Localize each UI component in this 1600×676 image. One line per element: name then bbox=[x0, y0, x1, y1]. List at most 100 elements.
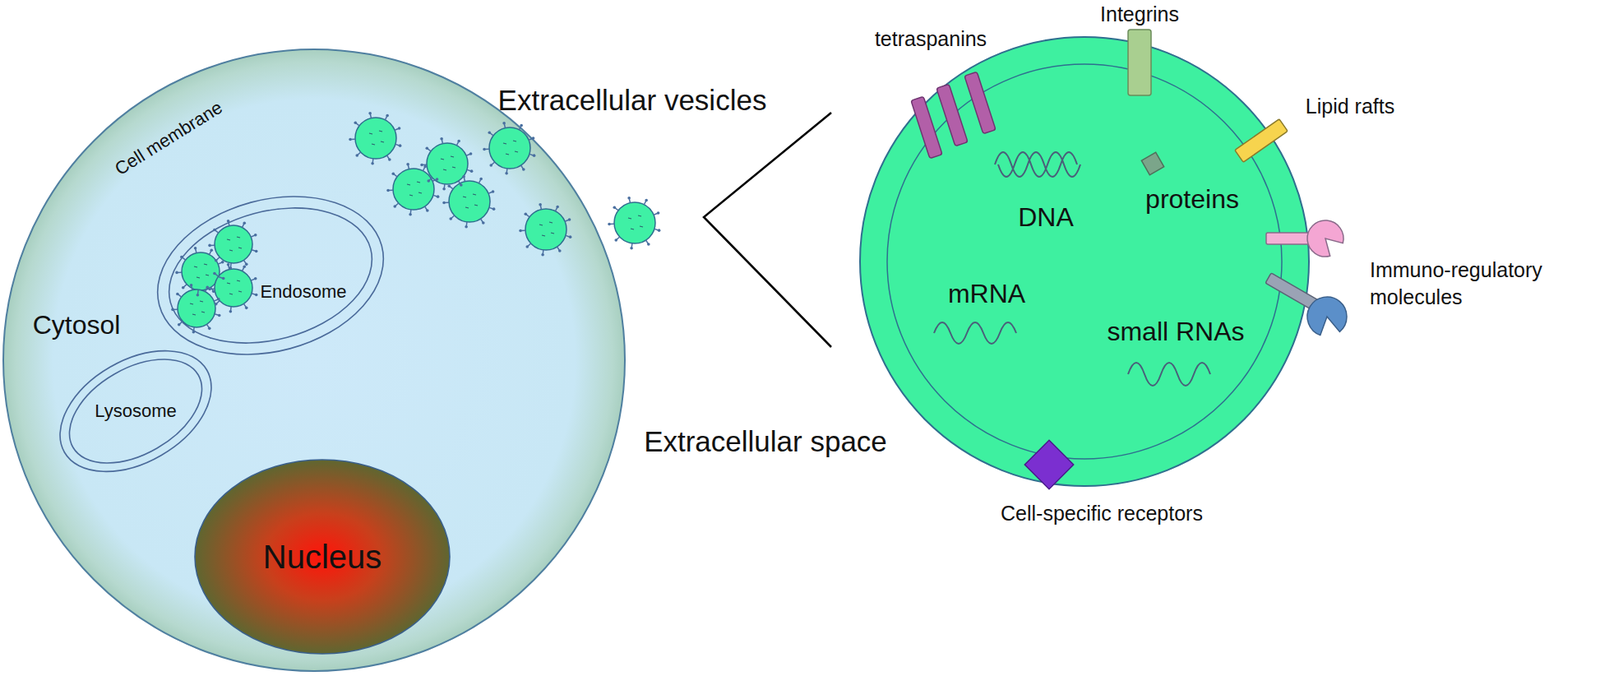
vesicle-spike bbox=[484, 147, 490, 150]
vesicle-spike-tip bbox=[491, 189, 495, 194]
vesicle-cargo-mark bbox=[236, 236, 241, 238]
vesicle-spike-tip bbox=[408, 212, 412, 217]
vesicle-spike-tip bbox=[212, 290, 216, 294]
organelle-label: Lysosome bbox=[94, 400, 176, 421]
vesicle-cargo-mark bbox=[406, 184, 411, 185]
vesicle-spike-tip bbox=[469, 152, 473, 156]
small-rna-strand bbox=[1128, 362, 1211, 386]
zoom-bracket bbox=[703, 112, 832, 347]
vesicle-spike bbox=[216, 257, 220, 261]
vesicle-spike bbox=[443, 201, 449, 204]
vesicle-cargo-mark bbox=[639, 226, 643, 227]
vesicle-spike-tip bbox=[656, 211, 661, 215]
endosome-membrane bbox=[153, 186, 388, 365]
vesicle-spike-tip bbox=[397, 126, 402, 130]
vesicle-spike-tip bbox=[479, 177, 483, 181]
tetraspanin-symbol bbox=[936, 83, 968, 146]
vesicle-spike bbox=[450, 215, 454, 219]
vesicle-spike bbox=[432, 179, 438, 181]
vesicle-spike-tip bbox=[175, 292, 180, 296]
vesicle bbox=[448, 180, 491, 222]
vesicle-spike bbox=[209, 249, 213, 255]
endosome: Endosome bbox=[147, 189, 394, 362]
vesicle-spike-tip bbox=[221, 277, 226, 281]
vesicle-spike bbox=[646, 240, 649, 245]
dna-strand bbox=[994, 152, 1078, 177]
cargo-label: small RNAs bbox=[1106, 316, 1244, 347]
vesicle-spike-tip bbox=[459, 183, 463, 187]
endosome-shape bbox=[147, 189, 394, 362]
vesicle-spike-tip bbox=[524, 212, 528, 216]
vesicle-spike bbox=[193, 327, 195, 333]
cargo-label: DNA bbox=[1017, 202, 1074, 233]
vesicle-cargo-mark bbox=[226, 239, 231, 241]
vesicle-cargo-mark bbox=[201, 311, 205, 313]
vesicle bbox=[214, 225, 253, 264]
vesicle-spike-tip bbox=[398, 143, 403, 148]
vesicle-cargo-mark bbox=[549, 221, 553, 223]
nucleus-outline bbox=[194, 459, 450, 654]
vesicle-spike bbox=[615, 236, 620, 241]
vesicle-spike-tip bbox=[541, 253, 545, 257]
vesicle-spike bbox=[350, 138, 356, 140]
vesicle-spike bbox=[191, 285, 193, 291]
vesicle-spike bbox=[465, 221, 468, 227]
vesicle-spike-tip bbox=[180, 255, 184, 259]
vesicle bbox=[181, 252, 220, 291]
vesicle-cargo-mark bbox=[371, 143, 375, 145]
vesicle-spike bbox=[488, 191, 494, 194]
vesicle-spike bbox=[489, 207, 495, 209]
cell-outline bbox=[3, 49, 625, 671]
vesicle-cargo-mark bbox=[550, 232, 555, 234]
vesicle-cargo-mark bbox=[505, 153, 509, 155]
vesicle-spike-tip bbox=[189, 283, 194, 287]
vesicle-spike bbox=[478, 178, 481, 183]
vesicle-spike-tip bbox=[214, 258, 218, 263]
vesicle-spike-tip bbox=[245, 306, 249, 310]
vesicle-spike bbox=[654, 228, 660, 231]
vesicle-spike bbox=[480, 218, 484, 223]
vesicle-spike-tip bbox=[481, 221, 486, 225]
vesicle-cargo-mark bbox=[418, 192, 422, 194]
vesicle-spike-tip bbox=[492, 207, 496, 211]
vesicle-spike-tip bbox=[212, 228, 217, 232]
vesicle-spike-tip bbox=[448, 184, 452, 188]
vesicle bbox=[426, 143, 468, 185]
vesicle bbox=[489, 127, 531, 169]
vesicle-spike-tip bbox=[522, 167, 526, 172]
vesicle-spike bbox=[394, 128, 400, 130]
cytosol-label: Cytosol bbox=[32, 309, 121, 341]
vesicle-spike-tip bbox=[457, 139, 461, 144]
vesicle-spike-tip bbox=[436, 194, 440, 199]
vesicle-spike bbox=[250, 278, 256, 281]
vesicle-spike bbox=[521, 165, 524, 170]
vesicle-spike-tip bbox=[181, 286, 185, 290]
vesicle-spike-tip bbox=[226, 263, 231, 267]
dna-strand bbox=[998, 152, 1081, 177]
vesicle-spike-tip bbox=[221, 260, 225, 264]
vesicle-spike-tip bbox=[538, 203, 542, 207]
vesicle-spike bbox=[422, 166, 426, 171]
vesicle-spike bbox=[228, 221, 230, 227]
vesicle-spike bbox=[206, 323, 209, 329]
vesicle-spike-tip bbox=[607, 222, 611, 227]
vesicle-spike bbox=[448, 185, 454, 190]
nucleus: Nucleus bbox=[194, 458, 451, 655]
vesicle-spike bbox=[251, 293, 257, 296]
vesicle-spike-tip bbox=[613, 205, 617, 209]
vesicle-spike-tip bbox=[175, 271, 179, 275]
vesicle-spike bbox=[628, 198, 630, 204]
vesicle-spike bbox=[529, 153, 535, 156]
vesicle-spike bbox=[243, 303, 246, 308]
vesicle-spike-tip bbox=[406, 162, 410, 167]
vesicle-spike bbox=[525, 213, 530, 218]
vesicle-detail-shape bbox=[858, 35, 1311, 488]
vesicle-spike-tip bbox=[568, 217, 572, 222]
part-label: Lipid rafts bbox=[1305, 94, 1395, 119]
vesicle-spike bbox=[466, 153, 472, 156]
vesicle-spike bbox=[609, 222, 615, 225]
cargo-label: mRNA bbox=[947, 278, 1026, 310]
part-label: Integrins bbox=[1100, 2, 1180, 27]
vesicle-spike bbox=[467, 169, 472, 172]
